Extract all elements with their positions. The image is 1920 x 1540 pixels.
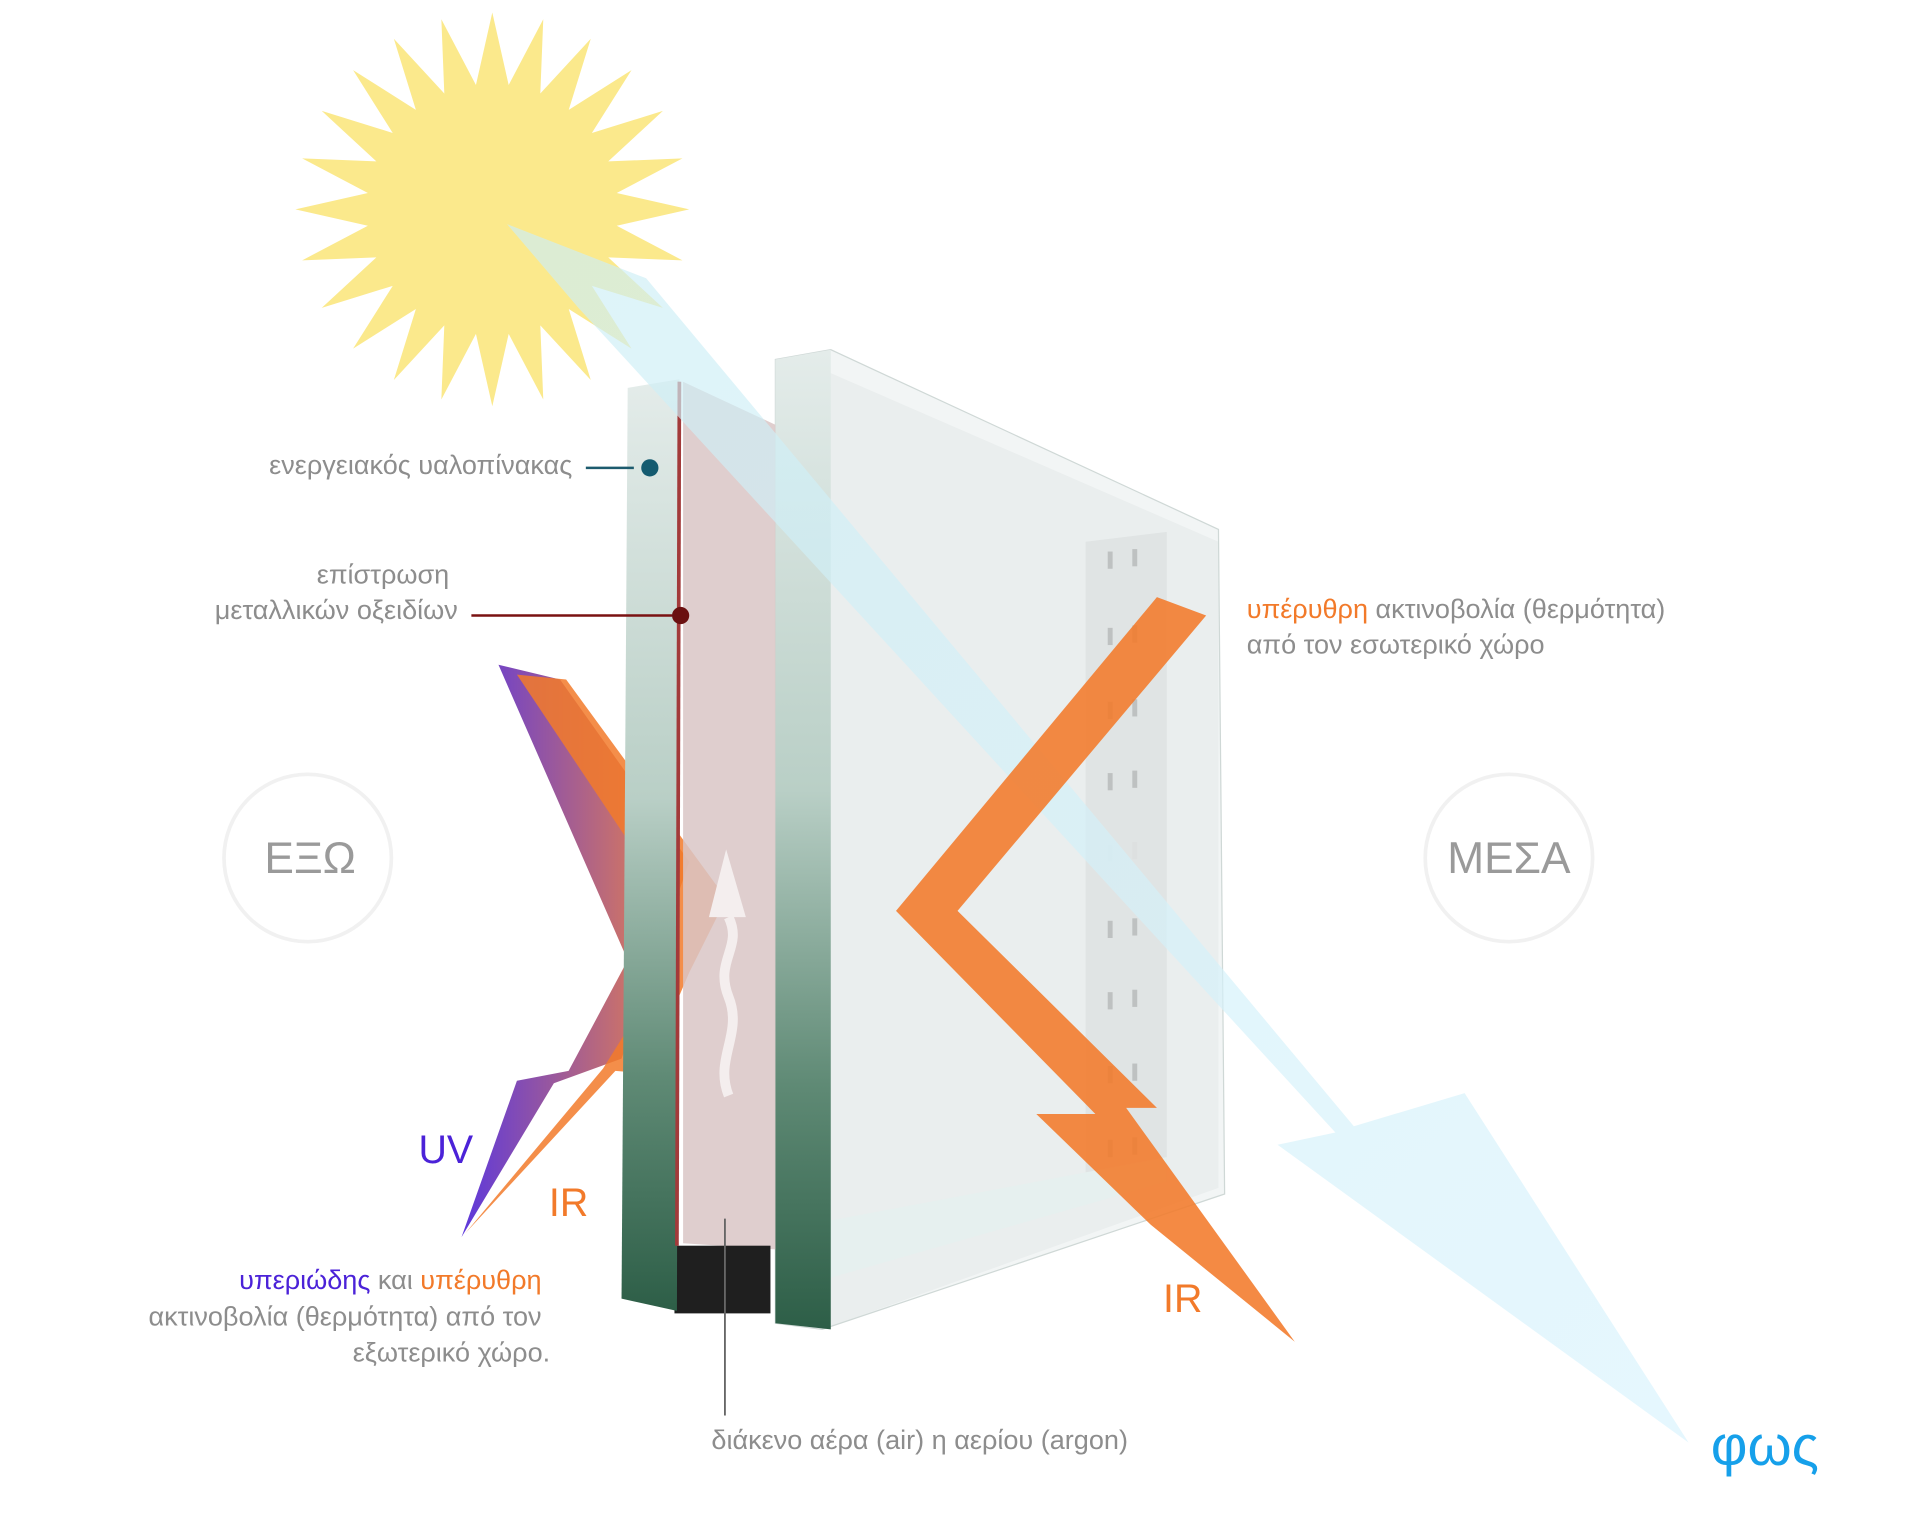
inner-ir-line2: από τον εσωτερικό χώρο [1247,629,1545,660]
gap-spacer-profile [674,1245,771,1314]
uv-label: UV [418,1128,473,1172]
svg-text:διάκενο αέρα (air) η αερίου (a: διάκενο αέρα (air) η αερίου (argon) [711,1424,1128,1455]
outer-glass-edge [621,379,680,1311]
air-gap [683,381,776,1250]
outside-zone: ΕΞΩ [222,772,394,944]
coating-dot [672,606,690,625]
outer-radiation-line1: υπεριώδης και υπέρυθρη [239,1264,541,1295]
inner-glass-edge [775,349,831,1330]
light-beam-arrow [507,224,1689,1443]
ir-word: υπέρυθρη [420,1264,541,1295]
outer-radiation-line2: ακτινοβολία (θερμότητα) από τον [148,1301,541,1332]
uv-word: υπεριώδης [239,1264,370,1295]
ir-highlight: υπέρυθρη [1247,593,1368,624]
svg-text:μεταλλικών οξειδίων: μεταλλικών οξειδίων [215,594,458,625]
inside-label: ΜΕΣΑ [1447,834,1571,883]
inside-zone: ΜΕΣΑ [1423,772,1595,944]
callout-energy-glass: ενεργειακός υαλοπίνακας [269,449,659,480]
outer-radiation-line3: εξωτερικό χώρο. [353,1336,550,1367]
outer-ir-label: IR [549,1181,588,1225]
svg-text:επίστρωση: επίστρωση [317,559,449,590]
callout-gap: διάκενο αέρα (air) η αερίου (argon) [711,1218,1128,1455]
convection-arrowhead [708,849,746,918]
outside-label: ΕΞΩ [264,834,355,883]
metal-oxide-coating [675,381,682,1246]
and-word: και [370,1264,420,1295]
light-label: φως [1711,1414,1819,1477]
ir-line1-rest: ακτινοβολία (θερμότητα) [1368,593,1665,624]
callout-coating: επίστρωση μεταλλικών οξειδίων [215,559,690,625]
energy-glass-dot [641,459,659,477]
inner-ir-description: υπέρυθρη ακτινοβολία (θερμότητα) [1247,593,1666,624]
inner-ir-arrow-label: IR [1163,1277,1202,1321]
svg-text:ενεργειακός υαλοπίνακας: ενεργειακός υαλοπίνακας [269,449,572,480]
inner-ir-arrow [896,597,1295,1342]
convection-arrow-icon [719,914,738,1098]
